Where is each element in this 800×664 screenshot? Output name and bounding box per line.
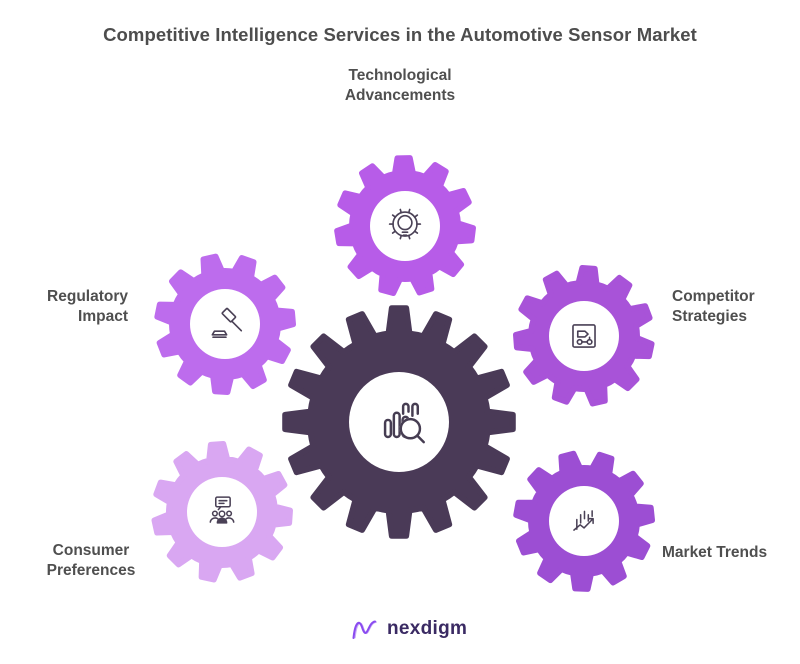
innovation-gear-bulb-icon <box>388 208 422 240</box>
gear-hub-technological-advancements <box>370 191 440 261</box>
gear-hub-regulatory-impact <box>190 289 260 359</box>
label-consumer-preferences: Consumer Preferences <box>46 542 136 580</box>
analytics-magnifier-icon <box>383 402 425 444</box>
gear-market-trends <box>513 450 655 592</box>
nexdigm-logo: nexdigm <box>350 611 467 647</box>
gavel-icon <box>211 307 243 339</box>
people-chat-icon <box>209 496 235 524</box>
page-title: Competitive Intelligence Services in the… <box>103 24 697 45</box>
nexdigm-logo-mark <box>352 620 377 639</box>
label-competitor-strategies: Competitor Strategies <box>672 288 755 326</box>
label-regulatory-impact: Regulatory Impact <box>47 288 128 326</box>
gear-consumer-preferences <box>151 441 293 583</box>
gear-hub-competitor-strategies <box>549 301 619 371</box>
gear-regulatory-impact <box>154 253 296 395</box>
nexdigm-logo-text: nexdigm <box>387 618 468 639</box>
gear-hub-market-trends <box>549 486 619 556</box>
label-technological-advancements: Technological Advancements <box>344 67 456 105</box>
label-market-trends: Market Trends <box>662 544 768 561</box>
gear-center-hub <box>282 305 516 539</box>
strategy-board-icon <box>572 324 596 348</box>
gear-competitor-strategies <box>513 265 655 407</box>
trend-arrow-icon <box>573 510 594 531</box>
gear-hub-consumer-preferences <box>187 477 257 547</box>
gear-technological-advancements <box>334 155 476 296</box>
